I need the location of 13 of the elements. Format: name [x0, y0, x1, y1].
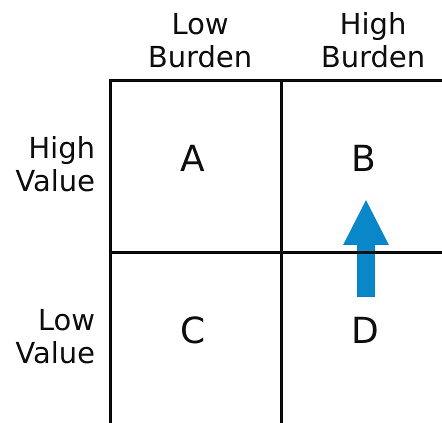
quadrant-letter: C: [180, 314, 206, 350]
matrix-quadrant: [109, 79, 280, 251]
matrix-quadrant: [280, 251, 442, 423]
matrix-quadrant: [280, 79, 442, 251]
matrix-quadrant: [109, 251, 280, 423]
arrow: [343, 200, 389, 297]
quadrant-letter: A: [180, 142, 205, 178]
row-header: High Value: [14, 132, 95, 198]
quadrant-letter: D: [351, 314, 379, 350]
row-header: Low Value: [14, 304, 95, 370]
column-header: High Burden: [320, 8, 426, 74]
column-header: Low Burden: [146, 8, 254, 74]
quadrant-letter: B: [351, 142, 376, 178]
